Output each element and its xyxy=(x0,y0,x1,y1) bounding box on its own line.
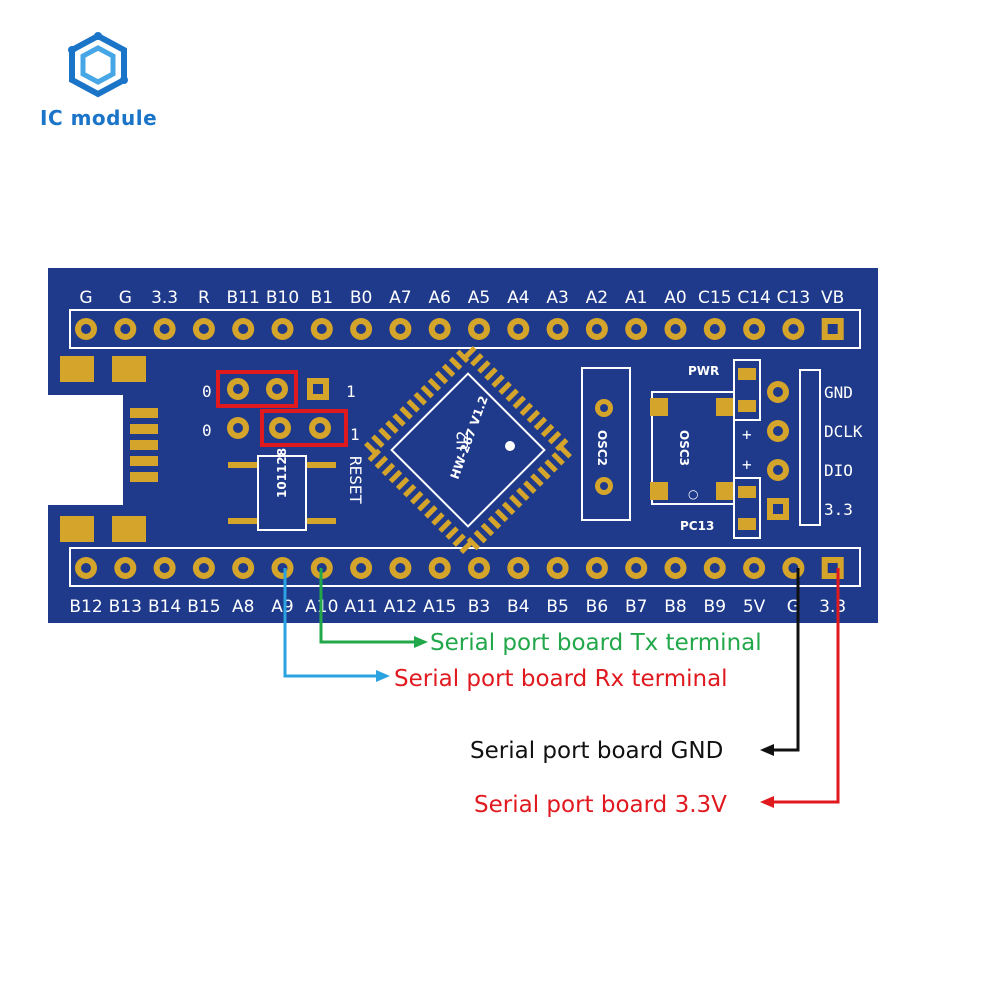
bottom-header-pins xyxy=(75,557,844,579)
jumper-label-1-bottom: 1 xyxy=(350,425,360,444)
jumper-label-1-top: 1 xyxy=(346,382,356,401)
plus-sign-2: + xyxy=(742,455,752,474)
gnd-arrow-icon xyxy=(760,744,774,756)
top-label-g: G xyxy=(119,288,132,308)
top-label-a0: A0 xyxy=(664,288,686,308)
bottom-label-b8: B8 xyxy=(664,597,686,617)
bottom-label-3-3: 3.3 xyxy=(819,597,846,617)
boot1-jumper-box xyxy=(260,409,348,447)
top-label-r: R xyxy=(198,288,210,308)
rx-annotation: Serial port board Rx terminal xyxy=(394,666,728,692)
usb-port-cutout xyxy=(48,395,123,505)
pc13-label: PC13 xyxy=(680,519,714,533)
top-label-c13: C13 xyxy=(777,288,811,308)
chip-pin1-dot xyxy=(505,441,515,451)
top-label-3-3: 3.3 xyxy=(151,288,178,308)
bottom-label-b15: B15 xyxy=(187,597,220,617)
bottom-label-a9: A9 xyxy=(271,597,293,617)
boot-jumpers: 0 0 1 1 xyxy=(202,370,360,447)
top-label-b0: B0 xyxy=(350,288,372,308)
brand-name: IC module xyxy=(40,106,158,130)
reset-button: 101128 RESET xyxy=(228,448,365,531)
jumper-label-0-bottom: 0 xyxy=(202,421,212,440)
top-label-a3: A3 xyxy=(546,288,568,308)
top-label-a6: A6 xyxy=(428,288,450,308)
top-label-c14: C14 xyxy=(737,288,771,308)
swd-label-dclk: DCLK xyxy=(824,422,863,441)
pwr-label: PWR xyxy=(688,364,719,378)
bottom-label-b9: B9 xyxy=(704,597,726,617)
pwr-led: PWR + xyxy=(688,359,761,444)
jumper-label-0-top: 0 xyxy=(202,382,212,401)
swd-label-3-3: 3.3 xyxy=(824,500,853,519)
usb-mount-pads xyxy=(60,356,146,542)
pc13-led: PC13 + xyxy=(680,455,761,539)
swd-label-dio: DIO xyxy=(824,461,853,480)
v33-annotation: Serial port board 3.3V xyxy=(474,792,727,818)
osc2-label: OSC2 xyxy=(595,430,609,466)
rx-wire xyxy=(283,568,378,678)
plus-sign-1: + xyxy=(742,425,752,444)
swd-header xyxy=(767,369,821,526)
top-label-a7: A7 xyxy=(389,288,411,308)
bottom-label-b7: B7 xyxy=(625,597,647,617)
tx-wire xyxy=(319,568,416,644)
bottom-label-a12: A12 xyxy=(384,597,417,617)
bottom-label-a15: A15 xyxy=(423,597,456,617)
wires xyxy=(283,568,840,808)
usb-pins xyxy=(130,408,158,482)
bottom-label-a11: A11 xyxy=(344,597,377,617)
bottom-label-a8: A8 xyxy=(232,597,254,617)
brand-logo xyxy=(20,28,190,138)
bottom-label-b3: B3 xyxy=(468,597,490,617)
osc3-crystal: OSC3 ○ xyxy=(650,391,735,505)
bottom-label-b4: B4 xyxy=(507,597,529,617)
v33-wire xyxy=(772,568,840,804)
osc2-crystal: OSC2 xyxy=(581,367,631,521)
bottom-label-b6: B6 xyxy=(586,597,608,617)
top-header-outline xyxy=(69,309,861,349)
rx-arrow-icon xyxy=(376,670,390,682)
top-label-vb: VB xyxy=(821,288,844,308)
top-label-b11: B11 xyxy=(227,288,260,308)
top-label-a4: A4 xyxy=(507,288,529,308)
osc3-label: OSC3 xyxy=(677,430,691,466)
gnd-wire xyxy=(772,568,800,752)
button-code: 101128 xyxy=(275,448,289,498)
boot0-jumper-box xyxy=(216,370,298,408)
bottom-label-b12: B12 xyxy=(69,597,102,617)
bottom-label-b13: B13 xyxy=(109,597,142,617)
v33-arrow-icon xyxy=(760,796,774,808)
swd-label-gnd: GND xyxy=(824,383,853,402)
tx-annotation: Serial port board Tx terminal xyxy=(430,630,762,656)
swd-labels: GND DCLK DIO 3.3 xyxy=(824,383,863,519)
bottom-label-b14: B14 xyxy=(148,597,181,617)
bottom-label-b5: B5 xyxy=(546,597,568,617)
top-label-b1: B1 xyxy=(311,288,333,308)
top-label-c15: C15 xyxy=(698,288,732,308)
top-label-a1: A1 xyxy=(625,288,647,308)
top-label-a2: A2 xyxy=(586,288,608,308)
top-header-pins xyxy=(75,318,844,340)
tx-arrow-icon xyxy=(414,636,428,648)
gnd-annotation: Serial port board GND xyxy=(470,738,723,764)
svg-text:○: ○ xyxy=(688,487,698,501)
reset-label: RESET xyxy=(346,456,365,505)
bottom-label-5v: 5V xyxy=(743,597,766,617)
top-label-g: G xyxy=(79,288,92,308)
top-label-b10: B10 xyxy=(266,288,299,308)
hexagon-logo-icon xyxy=(68,32,128,98)
chip-label: U2 xyxy=(453,431,472,450)
top-label-a5: A5 xyxy=(468,288,490,308)
